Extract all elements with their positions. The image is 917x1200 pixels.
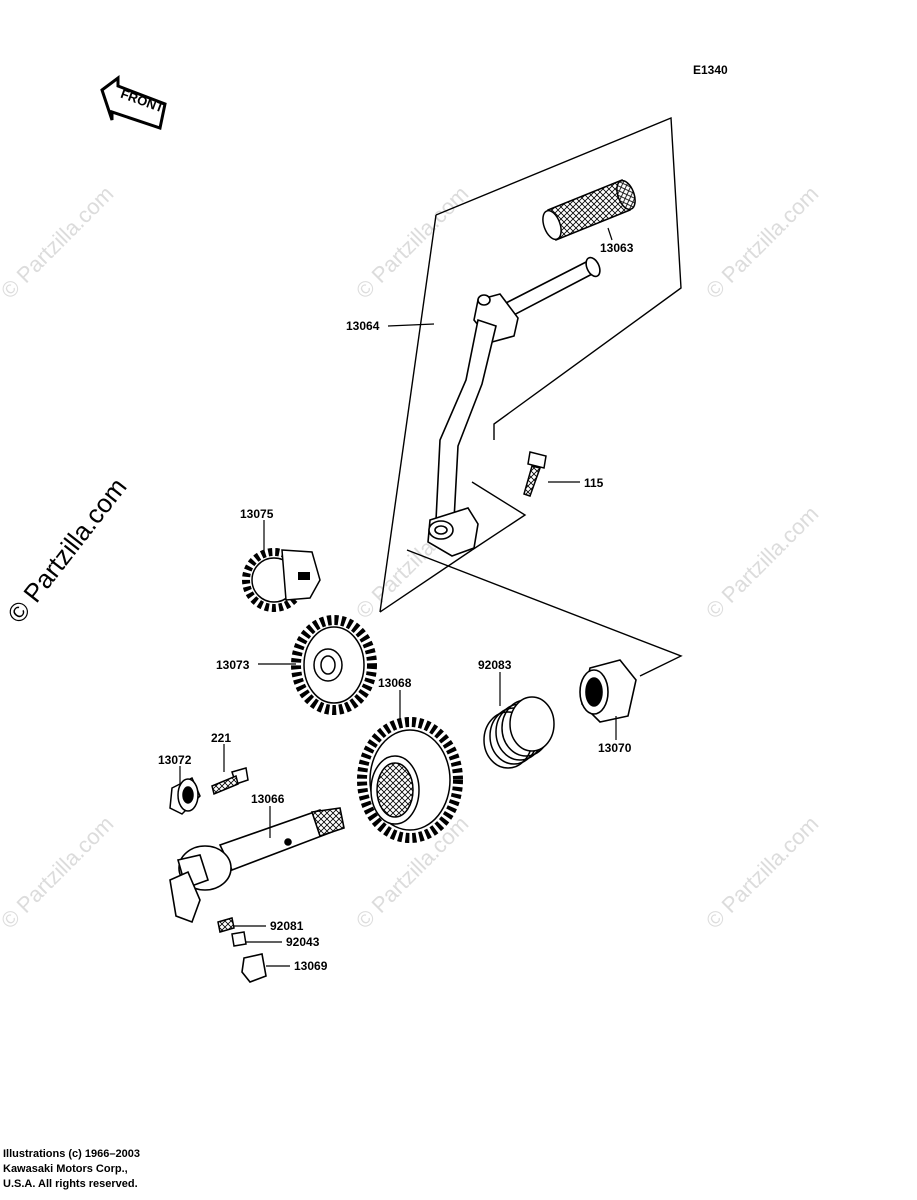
kick-pedal-rubber <box>542 178 636 242</box>
part-label-92043: 92043 <box>286 935 320 949</box>
part-label-13064: 13064 <box>346 319 380 333</box>
cap-13069 <box>241 953 267 983</box>
gear-13068 <box>357 717 463 843</box>
front-arrow-icon: FRONT <box>100 75 167 130</box>
collar-13072 <box>169 776 201 815</box>
pin-92043 <box>231 931 247 947</box>
part-label-13063: 13063 <box>600 241 634 255</box>
gear-13073 <box>291 615 377 715</box>
part-label-221: 221 <box>211 731 231 745</box>
watermark: © Partzilla.com <box>0 181 118 304</box>
bolt-221 <box>211 767 249 796</box>
leader-lines <box>179 227 617 967</box>
part-label-13070: 13070 <box>598 741 632 755</box>
part-label-13069: 13069 <box>294 959 328 973</box>
watermark: © Partzilla.com <box>701 181 824 304</box>
watermark: © Partzilla.com <box>701 501 824 624</box>
bolt-115 <box>523 451 547 497</box>
part-label-13072: 13072 <box>158 753 192 767</box>
part-label-13075: 13075 <box>240 507 274 521</box>
part-label-115: 115 <box>584 476 604 490</box>
part-label-92081: 92081 <box>270 919 304 933</box>
kick-pedal-arm <box>427 256 601 557</box>
spring-92083 <box>483 696 555 769</box>
watermark: © Partzilla.com <box>701 811 824 934</box>
kick-shaft-13066 <box>169 807 345 924</box>
copyright-line: U.S.A. All rights reserved. <box>3 1178 138 1190</box>
gear-13075 <box>242 548 321 612</box>
copyright-line: Kawasaki Motors Corp., <box>3 1163 128 1175</box>
part-labels: 13063 13064 115 13075 13073 13068 92083 … <box>158 241 634 973</box>
part-label-13066: 13066 <box>251 792 285 806</box>
part-label-13073: 13073 <box>216 658 250 672</box>
part-label-92083: 92083 <box>478 658 512 672</box>
collar-13070 <box>579 659 637 723</box>
assembly-outline <box>379 116 683 677</box>
watermark-left: © Partzilla.com <box>1 472 133 629</box>
watermark: © Partzilla.com <box>0 811 118 934</box>
diagram-code: E1340 <box>693 63 728 77</box>
part-label-13068: 13068 <box>378 676 412 690</box>
copyright-notice: Illustrations (c) 1966–2003 Kawasaki Mot… <box>3 1147 140 1192</box>
copyright-line: Illustrations (c) 1966–2003 <box>3 1148 140 1160</box>
watermark: © Partzilla.com <box>351 181 474 304</box>
spring-92081 <box>217 917 235 933</box>
